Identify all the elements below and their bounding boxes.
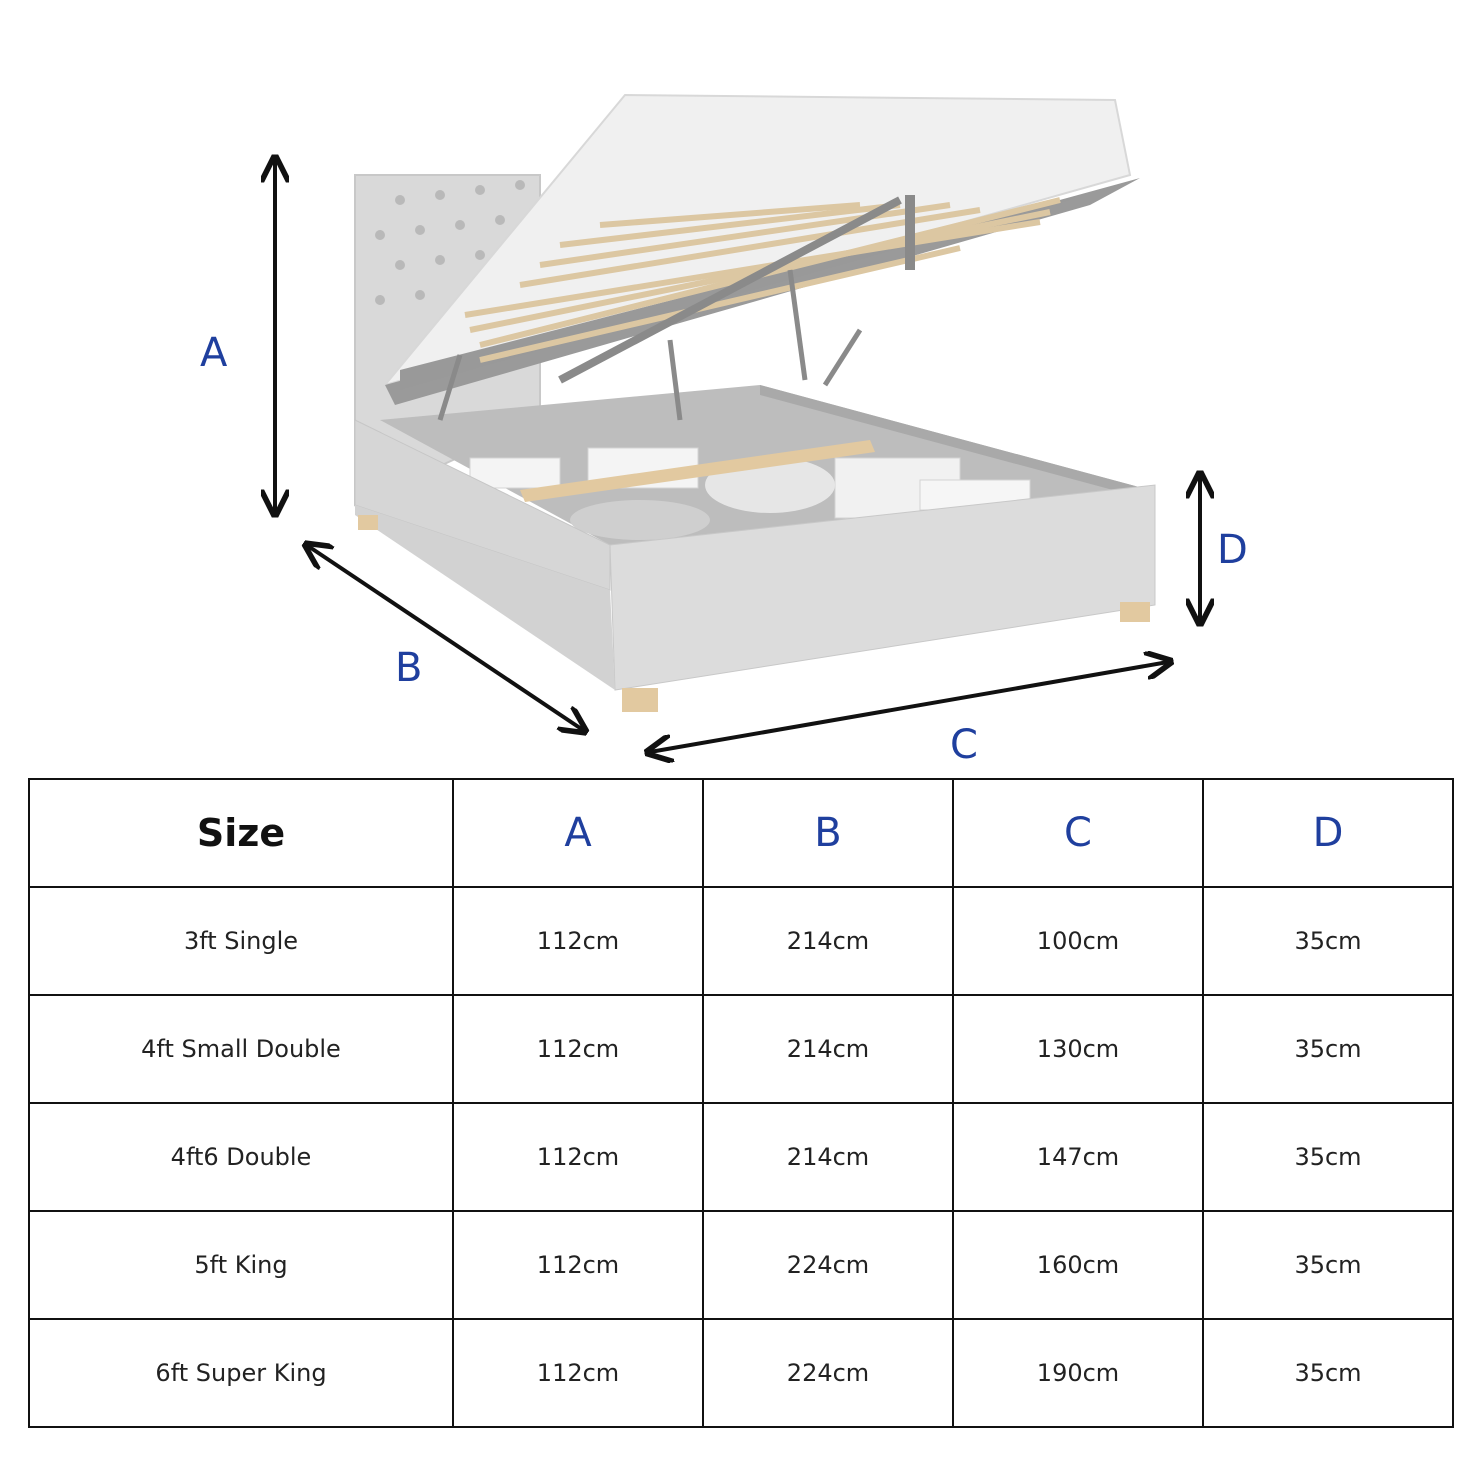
cell-size: 4ft Small Double [28,994,454,1104]
cell-d: 35cm [1202,1102,1454,1212]
cell-d: 35cm [1202,1318,1454,1428]
cell-c: 130cm [952,994,1204,1104]
dimension-arrow-c [650,662,1168,752]
table-row: 3ft Single 112cm 214cm 100cm 35cm [28,886,1454,996]
table-row: 6ft Super King 112cm 224cm 190cm 35cm [28,1318,1454,1428]
cell-a: 112cm [452,994,704,1104]
cell-c: 100cm [952,886,1204,996]
header-b: B [702,778,954,888]
header-c: C [952,778,1204,888]
cell-d: 35cm [1202,886,1454,996]
cell-c: 190cm [952,1318,1204,1428]
cell-b: 224cm [702,1210,954,1320]
dimension-arrow-b [308,546,583,730]
size-dimensions-table: Size A B C D 3ft Single 112cm 214cm 100c… [28,778,1454,1428]
dimension-label-a: A [200,330,228,376]
table-row: 4ft6 Double 112cm 214cm 147cm 35cm [28,1102,1454,1212]
cell-b: 214cm [702,1102,954,1212]
table-header-row: Size A B C D [28,778,1454,888]
cell-c: 160cm [952,1210,1204,1320]
cell-size: 5ft King [28,1210,454,1320]
cell-b: 214cm [702,994,954,1104]
ottoman-bed-illustration [0,93,1480,770]
cell-a: 112cm [452,1318,704,1428]
dimension-label-c: C [950,722,978,768]
bed-dimension-diagram: A B C D [0,93,1480,770]
table-row: 5ft King 112cm 224cm 160cm 35cm [28,1210,1454,1320]
dimension-label-d: D [1217,527,1248,573]
cell-size: 4ft6 Double [28,1102,454,1212]
cell-d: 35cm [1202,1210,1454,1320]
header-size: Size [28,778,454,888]
cell-size: 3ft Single [28,886,454,996]
cell-a: 112cm [452,886,704,996]
table-row: 4ft Small Double 112cm 214cm 130cm 35cm [28,994,1454,1104]
cell-b: 224cm [702,1318,954,1428]
dimension-label-b: B [395,645,423,691]
cell-a: 112cm [452,1210,704,1320]
cell-c: 147cm [952,1102,1204,1212]
cell-a: 112cm [452,1102,704,1212]
cell-d: 35cm [1202,994,1454,1104]
cell-size: 6ft Super King [28,1318,454,1428]
header-d: D [1202,778,1454,888]
lifted-platform [382,93,1140,421]
cell-b: 214cm [702,886,954,996]
header-a: A [452,778,704,888]
storage-base [354,385,1156,691]
